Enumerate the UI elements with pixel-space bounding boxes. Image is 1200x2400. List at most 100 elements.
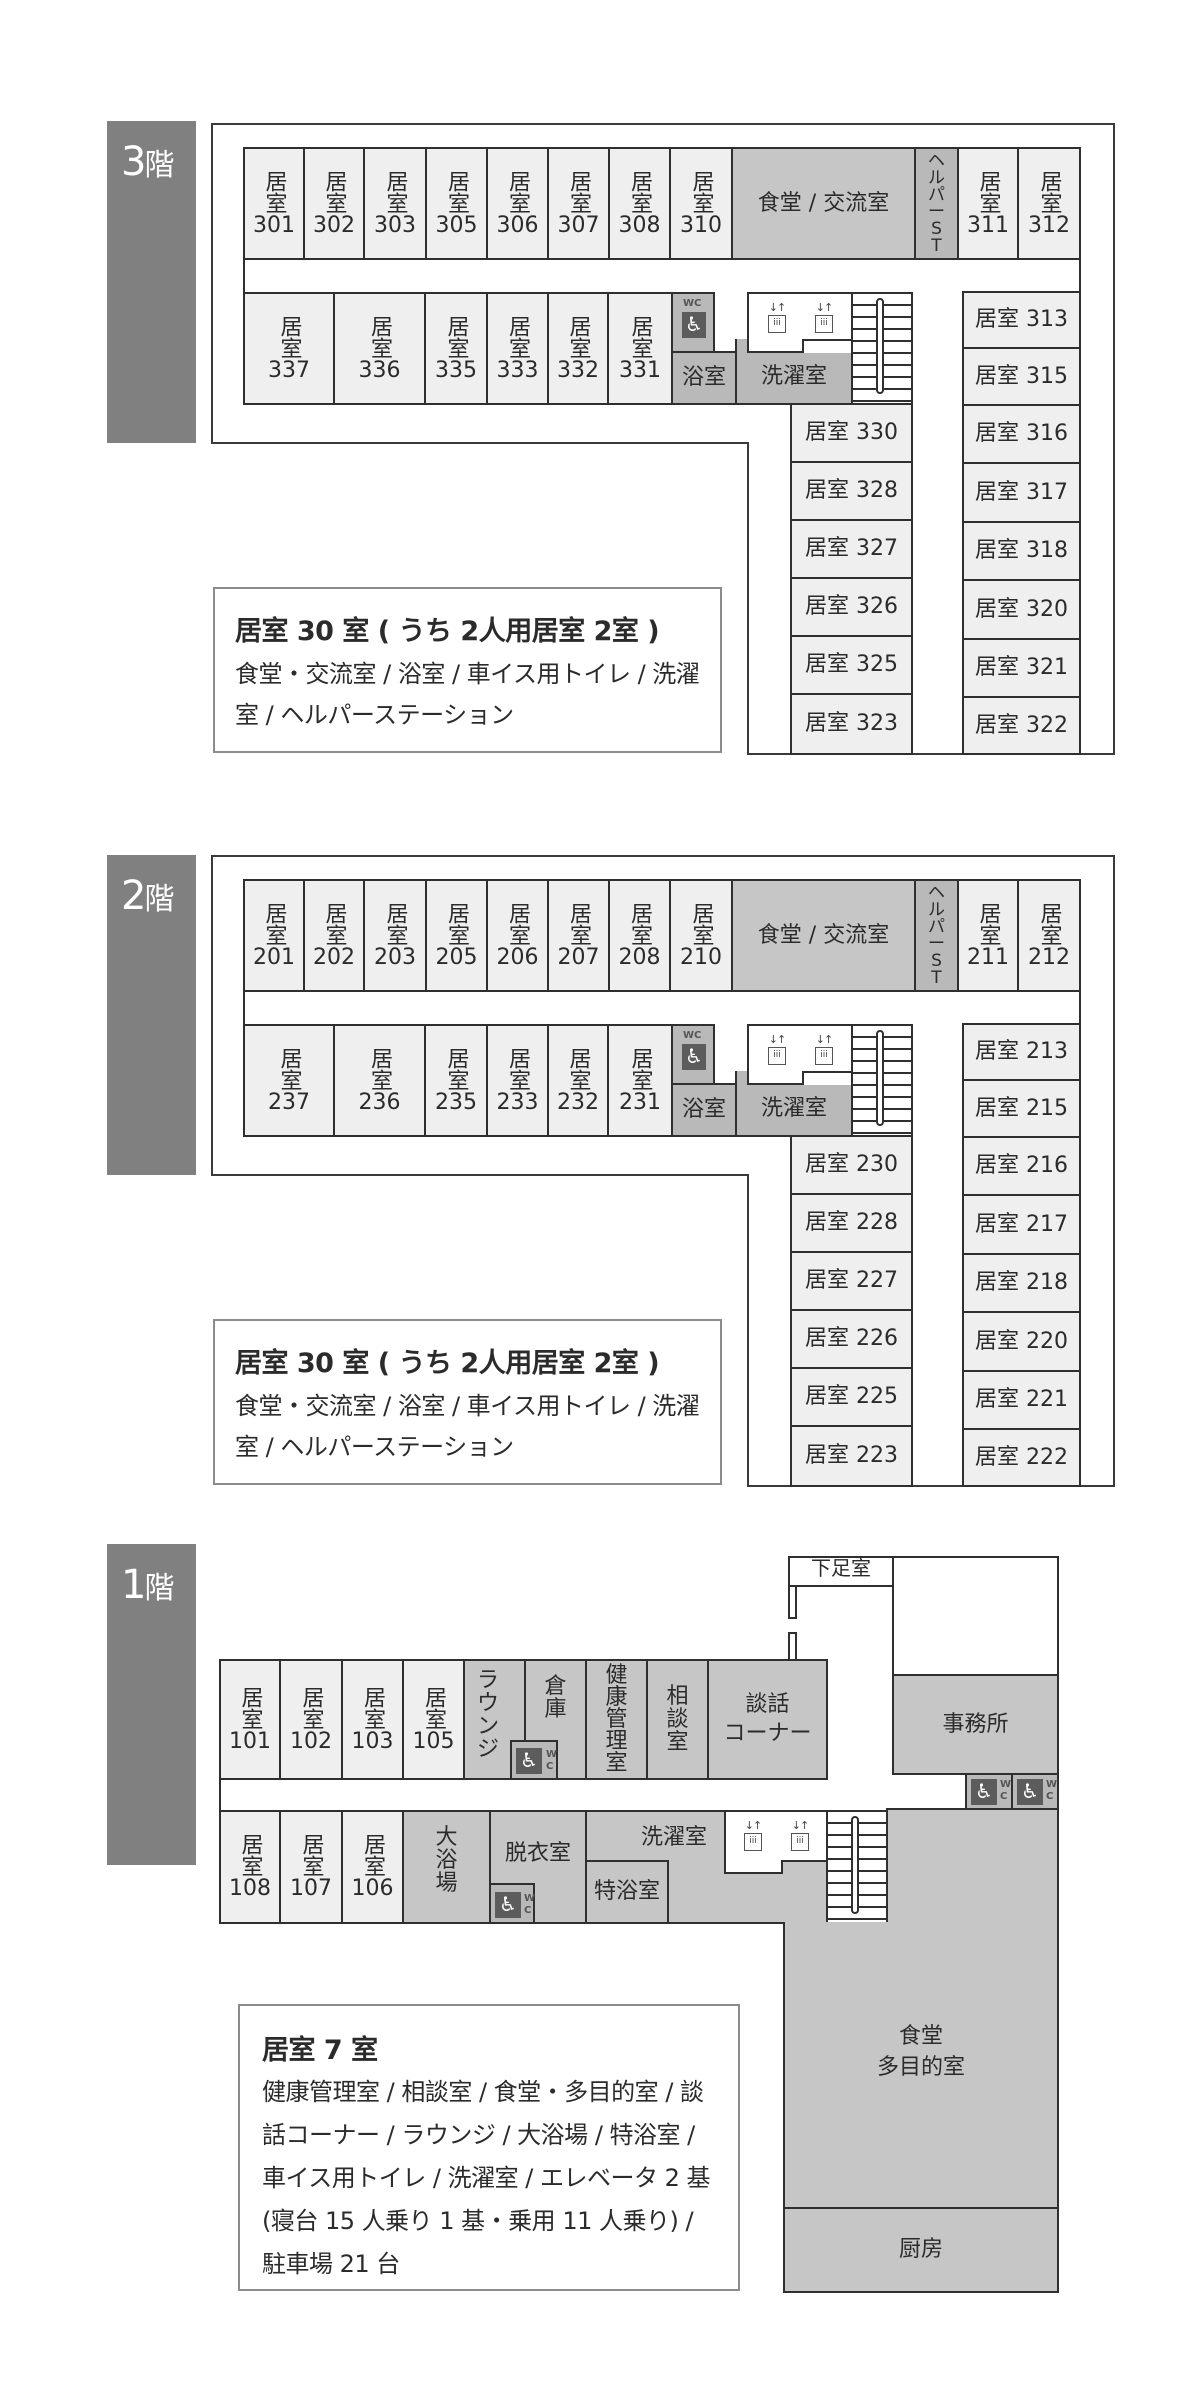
- room-215[interactable]: 居室 215: [962, 1079, 1081, 1138]
- room-316[interactable]: 居室 316: [962, 404, 1081, 464]
- dining-multipurpose-room[interactable]: 食堂多目的室: [783, 1922, 1059, 2209]
- room-320[interactable]: 居室 320: [962, 579, 1081, 640]
- consultation-room[interactable]: 相談室: [646, 1659, 709, 1780]
- kitchen[interactable]: 厨房: [783, 2207, 1059, 2293]
- room-228[interactable]: 居室 228: [790, 1193, 913, 1253]
- large-bath[interactable]: 大浴場: [402, 1810, 491, 1924]
- room-315[interactable]: 居室 315: [962, 347, 1081, 406]
- room-number: 332: [557, 357, 599, 383]
- room-221[interactable]: 居室 221: [962, 1370, 1081, 1430]
- talk-corner[interactable]: 談話コーナー: [707, 1659, 828, 1780]
- room-218[interactable]: 居室 218: [962, 1253, 1081, 1313]
- floor-number: 1: [121, 1562, 146, 1608]
- room-227[interactable]: 居室 227: [790, 1251, 913, 1311]
- room-220[interactable]: 居室 220: [962, 1311, 1081, 1372]
- shoe-room[interactable]: 下足室: [788, 1556, 894, 1587]
- room-330[interactable]: 居室 330: [790, 403, 913, 463]
- accessible-toilet[interactable]: ♿ W C: [489, 1883, 535, 1924]
- room-317[interactable]: 居室 317: [962, 462, 1081, 523]
- room-217[interactable]: 居室 217: [962, 1194, 1081, 1255]
- dining-exchange-room[interactable]: 食堂 / 交流室: [731, 147, 916, 260]
- room-number: 203: [374, 944, 416, 970]
- east-hall[interactable]: [886, 1808, 1059, 1925]
- room-326[interactable]: 居室 326: [790, 577, 913, 637]
- char: 浴: [435, 1848, 458, 1874]
- accessible-toilet[interactable]: WC ♿: [671, 292, 715, 353]
- room-325[interactable]: 居室 325: [790, 635, 913, 695]
- accessible-toilet[interactable]: ♿ W C: [965, 1773, 1013, 1810]
- room-318[interactable]: 居室 318: [962, 521, 1081, 581]
- room-225[interactable]: 居室 225: [790, 1367, 913, 1427]
- entrance-hall[interactable]: [892, 1556, 1059, 1676]
- room-number: 208: [618, 944, 661, 970]
- room-327[interactable]: 居室 327: [790, 519, 913, 579]
- health-management-room[interactable]: 健康管理室: [585, 1659, 648, 1780]
- label-line: 談話: [745, 1691, 790, 1717]
- bath-room[interactable]: 浴室: [671, 351, 737, 405]
- office[interactable]: 事務所: [892, 1674, 1059, 1775]
- room-223[interactable]: 居室 223: [790, 1425, 913, 1487]
- room-230[interactable]: 居室 230: [790, 1135, 913, 1195]
- room-226[interactable]: 居室 226: [790, 1309, 913, 1369]
- accessible-toilet[interactable]: WC ♿: [671, 1024, 715, 1085]
- room-328[interactable]: 居室 328: [790, 461, 913, 521]
- special-bath[interactable]: 特浴室: [585, 1860, 669, 1924]
- room-213[interactable]: 居室 213: [962, 1023, 1081, 1081]
- bath-room[interactable]: 浴室: [671, 1083, 737, 1137]
- room-321[interactable]: 居室 321: [962, 638, 1081, 698]
- accessible-toilet[interactable]: ♿ W C: [510, 1740, 558, 1780]
- room-label: 居室 327: [805, 536, 898, 562]
- room-222[interactable]: 居室 222: [962, 1428, 1081, 1487]
- room-313[interactable]: 居室 313: [962, 291, 1081, 349]
- room-323[interactable]: 居室 323: [790, 693, 913, 755]
- arrows-icon: ↓↑: [744, 1819, 762, 1832]
- dining-exchange-room[interactable]: 食堂 / 交流室: [731, 879, 916, 992]
- floor-number: 2: [121, 873, 146, 919]
- accessible-toilet[interactable]: ♿ W C: [1011, 1773, 1059, 1810]
- room-216[interactable]: 居室 216: [962, 1136, 1081, 1196]
- room-322[interactable]: 居室 322: [962, 696, 1081, 755]
- room-name: 居室: [1036, 169, 1062, 214]
